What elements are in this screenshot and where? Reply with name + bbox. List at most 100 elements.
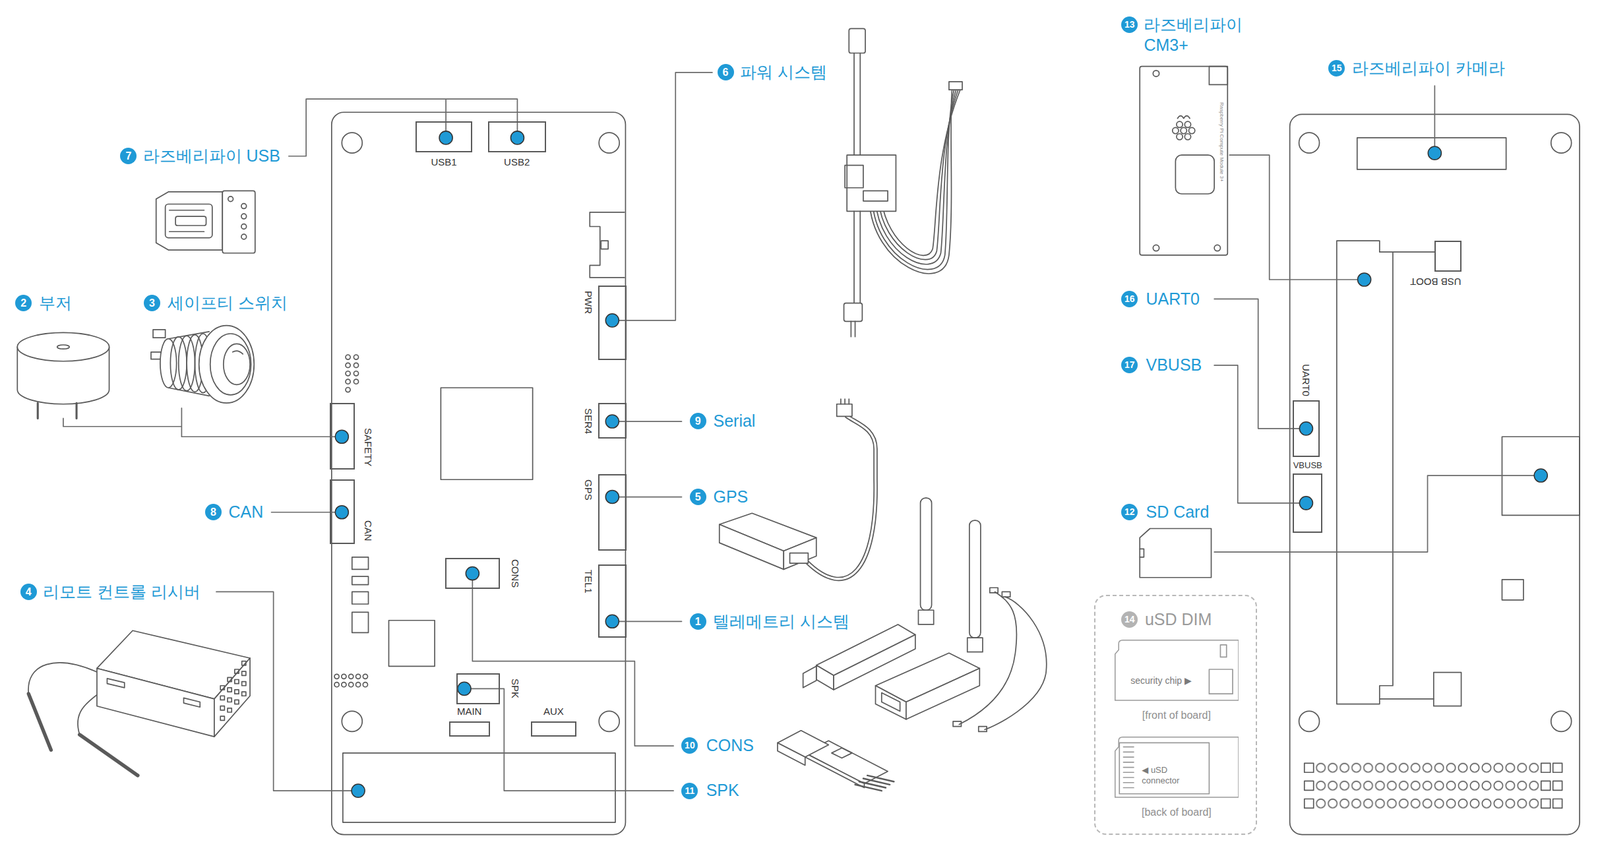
card-caption: [front of board] bbox=[1142, 708, 1211, 722]
main-board-part bbox=[345, 354, 351, 360]
connector-port: AUX bbox=[530, 721, 578, 737]
main-board-part bbox=[352, 591, 369, 605]
callout-number: 13 bbox=[1121, 16, 1138, 33]
safety-switch-illustration-part bbox=[199, 325, 255, 404]
connector-port: MAIN bbox=[449, 721, 491, 737]
main-board-part bbox=[600, 240, 609, 249]
usb-port-illustration-part bbox=[156, 191, 223, 250]
callout-label: 리모트 컨트롤 리시버 bbox=[42, 581, 201, 603]
port-dots-part bbox=[351, 784, 365, 798]
main-board-part bbox=[352, 612, 369, 633]
card-outline bbox=[1114, 737, 1238, 798]
cm3-module-illustration-part bbox=[1214, 244, 1221, 251]
main-board-part bbox=[352, 557, 369, 570]
cm3-module-illustration bbox=[1139, 66, 1228, 256]
callout-number: 15 bbox=[1328, 60, 1345, 77]
main-board-part bbox=[353, 362, 359, 368]
port-dots-part bbox=[510, 131, 524, 145]
port-dots-part bbox=[605, 313, 619, 328]
port-label: CONS bbox=[509, 559, 522, 588]
port-label: SAFETY bbox=[362, 428, 374, 467]
rc-receiver-illustration bbox=[28, 630, 250, 776]
main-board-part bbox=[334, 682, 339, 688]
rc-receiver-illustration-part bbox=[234, 689, 239, 694]
usb-serial-adapter-illustration-part bbox=[831, 747, 853, 758]
main-board-part bbox=[342, 753, 616, 823]
safety-switch-illustration-part bbox=[151, 352, 161, 360]
port-label: USB BOOT bbox=[1410, 275, 1462, 288]
carrier-board-part bbox=[1304, 798, 1314, 808]
telemetry-illustration-part bbox=[989, 587, 998, 593]
carrier-board-part bbox=[1541, 780, 1551, 791]
module-print: Raspberry Pi Compute Module 3+ bbox=[1218, 102, 1225, 183]
telemetry-illustration-part bbox=[1001, 591, 1010, 597]
main-board-part bbox=[348, 674, 354, 679]
rc-receiver-illustration-part bbox=[234, 699, 239, 704]
sd-card-illustration-part bbox=[1139, 548, 1144, 557]
gps-illustration-part bbox=[840, 399, 849, 405]
usb-port-illustration-part bbox=[228, 196, 234, 202]
main-board-part bbox=[356, 682, 361, 688]
callout-number: 2 bbox=[15, 294, 32, 312]
port-label: TEL1 bbox=[582, 569, 595, 594]
port-label: AUX bbox=[543, 705, 564, 718]
cm3-module-illustration-part bbox=[1176, 133, 1183, 140]
usb-port-illustration-part bbox=[241, 224, 247, 230]
telemetry-illustration-part bbox=[906, 668, 980, 719]
usb-port: USB2 bbox=[488, 121, 547, 152]
port-label: SPK bbox=[509, 678, 522, 699]
main-board-part bbox=[331, 112, 626, 835]
rc-receiver-illustration-part bbox=[96, 668, 215, 737]
main-board bbox=[331, 112, 626, 835]
telemetry-illustration-part bbox=[969, 520, 981, 638]
buzzer-illustration-part bbox=[57, 344, 70, 349]
leader-lines-part bbox=[63, 408, 336, 437]
rc-receiver-illustration-part bbox=[183, 697, 200, 708]
port-label: GPS bbox=[582, 479, 595, 501]
port-dots-part bbox=[465, 567, 479, 581]
telemetry-illustration-part bbox=[803, 666, 817, 688]
connector-port: CONS bbox=[445, 557, 501, 589]
rc-receiver-illustration-part bbox=[220, 706, 225, 711]
telemetry-illustration-part bbox=[958, 591, 1017, 725]
buzzer-illustration bbox=[17, 332, 109, 419]
carrier-board-part bbox=[1501, 579, 1523, 601]
safety-switch-illustration bbox=[151, 325, 254, 404]
cm3-module-illustration-part bbox=[1172, 127, 1179, 134]
port-dots-part bbox=[1427, 146, 1442, 160]
carrier-board-part bbox=[1299, 132, 1320, 154]
connector-port: UART0 bbox=[1292, 400, 1320, 458]
port-label: PWR bbox=[582, 290, 595, 314]
safety-switch-illustration-part bbox=[232, 350, 243, 355]
power-system-illustration-part bbox=[844, 165, 864, 188]
telemetry-illustration-part bbox=[967, 637, 983, 653]
leader-lines-part bbox=[618, 421, 682, 622]
callout-label: UART0 bbox=[1145, 288, 1200, 310]
carrier-board-part bbox=[1336, 240, 1436, 704]
usb-port: USB1 bbox=[415, 121, 473, 152]
power-system-illustration-part bbox=[854, 211, 861, 303]
card-caption: [back of board] bbox=[1141, 805, 1212, 819]
main-board-part bbox=[598, 132, 620, 154]
callout-number: 7 bbox=[120, 147, 137, 165]
gps-illustration-part bbox=[790, 553, 809, 564]
rc-receiver-illustration-part bbox=[242, 691, 247, 696]
connector-port: VBUSB bbox=[1292, 473, 1323, 533]
callout-label: Serial bbox=[712, 410, 756, 432]
callout-number: 1 bbox=[689, 613, 707, 630]
callout-number: 9 bbox=[689, 412, 707, 430]
callout-number: 5 bbox=[689, 488, 707, 506]
usd-dim-illustration-part bbox=[1123, 747, 1134, 789]
carrier-board-part bbox=[1433, 672, 1462, 707]
rc-receiver-illustration-part bbox=[227, 677, 232, 682]
port-label: SER4 bbox=[582, 408, 595, 434]
carrier-board-part bbox=[1304, 763, 1314, 773]
telemetry-illustration-part bbox=[881, 693, 901, 712]
leader-lines-part bbox=[618, 72, 713, 321]
power-system-illustration-part bbox=[949, 81, 963, 90]
usb-serial-adapter-illustration-part bbox=[777, 742, 806, 766]
connector-port: TEL1 bbox=[598, 564, 627, 638]
leader-lines-part bbox=[472, 573, 674, 746]
carrier-board-part bbox=[1315, 762, 1540, 816]
callout-number: 3 bbox=[143, 294, 161, 312]
